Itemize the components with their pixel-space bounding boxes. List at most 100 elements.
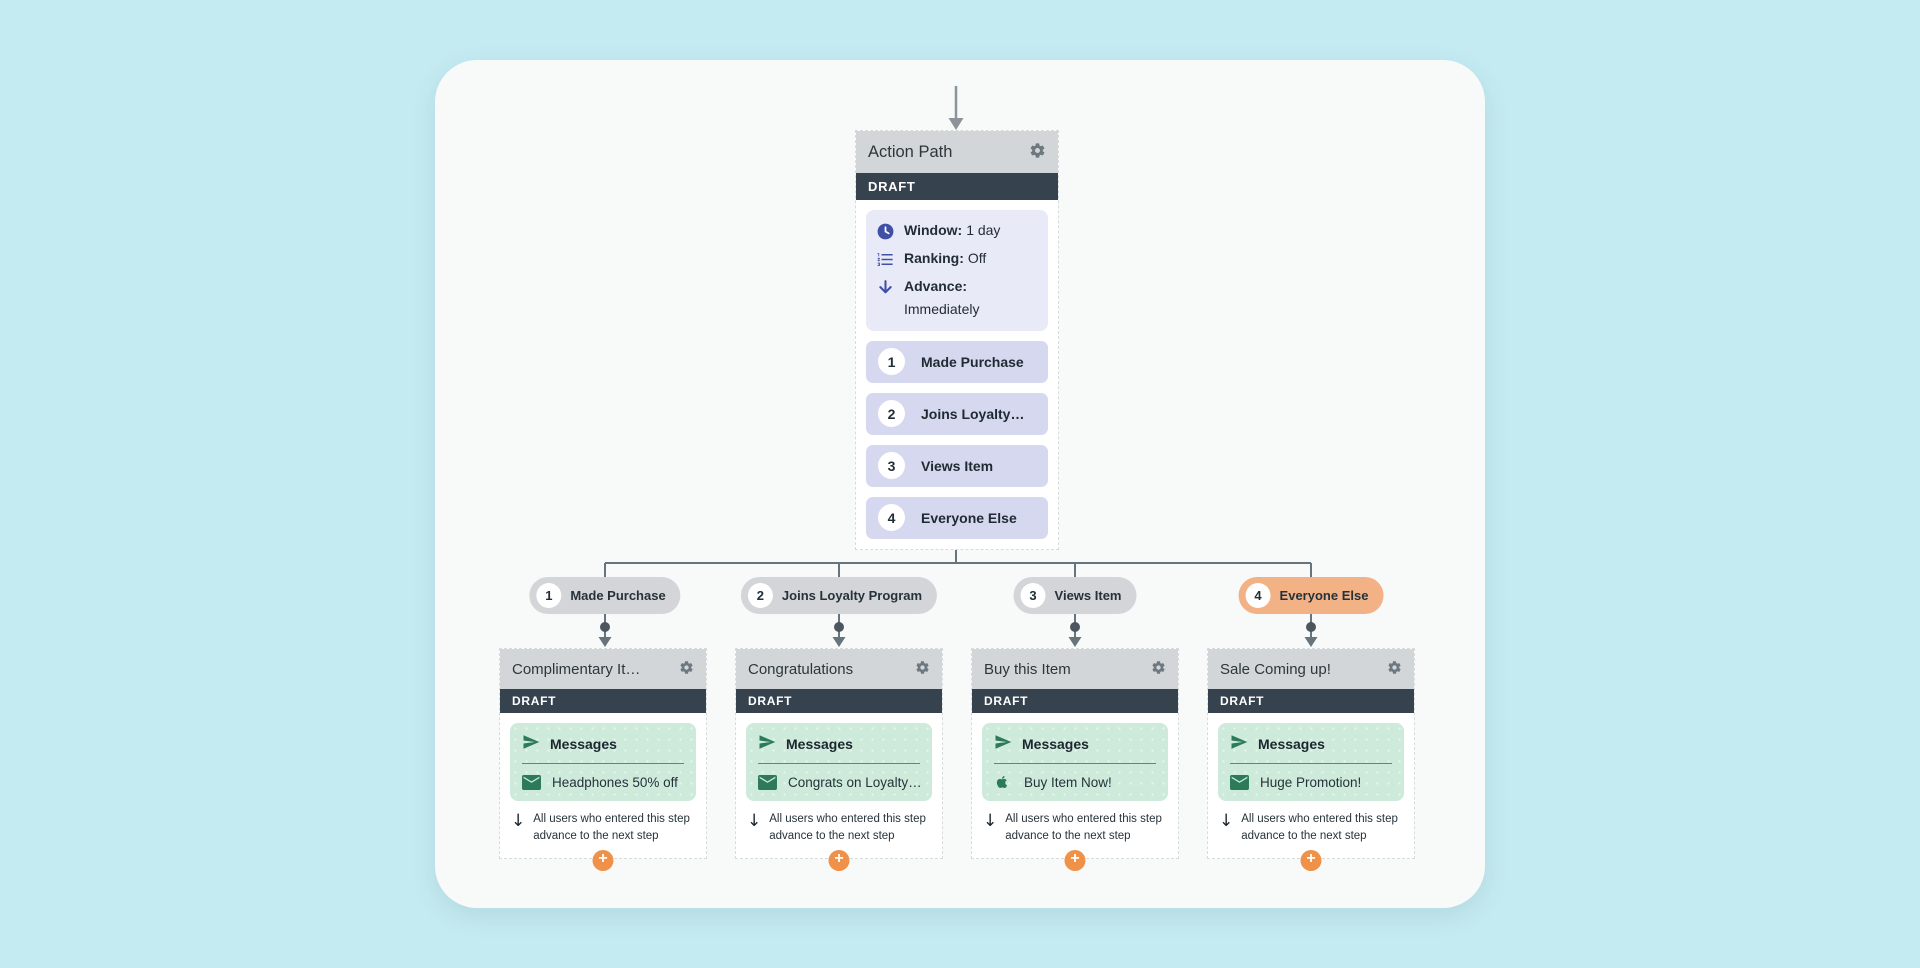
message-title: Huge Promotion!: [1260, 774, 1362, 790]
action-path-header: Action Path: [856, 131, 1058, 173]
message-type-icon: [522, 774, 542, 790]
status-badge: DRAFT: [1208, 689, 1414, 713]
settings-gear-button[interactable]: [679, 660, 694, 678]
status-badge: DRAFT: [856, 173, 1058, 200]
gear-icon: [915, 660, 930, 678]
advance-note-text: All users who entered this step advance …: [533, 813, 690, 843]
add-step-button[interactable]: +: [828, 849, 850, 871]
down-arrow-icon: ↓: [511, 811, 526, 831]
paper-plane-icon: [758, 733, 776, 754]
message-title: Congrats on Loyalty…: [788, 774, 922, 790]
audience-number: 2: [878, 400, 905, 428]
node-title: Buy this Item: [984, 660, 1071, 678]
audience-row-4[interactable]: 4 Everyone Else: [866, 496, 1048, 539]
branch-number: 4: [1245, 583, 1271, 608]
branch-number: 1: [536, 583, 562, 608]
message-type-icon: [1230, 774, 1250, 790]
gear-icon: [1387, 660, 1402, 678]
audience-number: 4: [878, 504, 905, 532]
audience-row-1[interactable]: 1 Made Purchase: [866, 340, 1048, 383]
setting-value: 1 day: [966, 222, 1001, 238]
setting-value: Immediately: [904, 300, 980, 317]
paper-plane-icon: [522, 733, 540, 754]
branch-label: Views Item: [1054, 588, 1122, 603]
messages-section[interactable]: Messages Congrats on Loyalty…: [746, 723, 932, 801]
settings-gear-button[interactable]: [915, 660, 930, 678]
clock-icon: [876, 222, 895, 241]
messages-section[interactable]: Messages Headphones 50% off: [510, 723, 696, 801]
setting-advance: Advance: Immediately: [876, 277, 1038, 319]
down-arrow-icon: ↓: [983, 811, 998, 831]
node-title: Action Path: [868, 142, 953, 161]
branch-pill-made-purchase[interactable]: 1 Made Purchase: [529, 577, 681, 614]
branch-pill-joins-loyalty[interactable]: 2 Joins Loyalty Program: [740, 577, 938, 614]
status-badge: DRAFT: [500, 689, 706, 713]
branch-number: 2: [747, 583, 773, 608]
divider: [994, 763, 1156, 764]
message-title: Buy Item Now!: [1024, 774, 1112, 790]
paper-plane-icon: [994, 733, 1012, 754]
advance-note: ↓ All users who entered this step advanc…: [746, 811, 932, 846]
action-path-body: Window:1 day Ranking:Off Advance: Immedia…: [856, 200, 1058, 549]
message-item[interactable]: Headphones 50% off: [522, 774, 684, 790]
message-node-2[interactable]: Congratulations DRAFT Messages Congrats …: [735, 648, 943, 871]
setting-label: Window:: [904, 222, 963, 238]
message-type-icon: [994, 774, 1014, 790]
advance-note-text: All users who entered this step advance …: [1005, 813, 1162, 843]
message-type-icon: [758, 774, 778, 790]
settings-gear-button[interactable]: [1387, 660, 1402, 678]
advance-note-text: All users who entered this step advance …: [1241, 813, 1398, 843]
settings-gear-button[interactable]: [1029, 142, 1046, 162]
audience-number: 3: [878, 452, 905, 480]
ranking-icon: [876, 250, 895, 269]
audience-number: 1: [878, 348, 905, 376]
setting-label: Ranking:: [904, 250, 964, 266]
branch-pill-everyone-else[interactable]: 4 Everyone Else: [1238, 577, 1384, 614]
down-arrow-icon: ↓: [1219, 811, 1234, 831]
messages-section-title: Messages: [1258, 735, 1325, 752]
divider: [758, 763, 920, 764]
setting-window: Window:1 day: [876, 221, 1038, 241]
action-path-settings: Window:1 day Ranking:Off Advance: Immedia…: [866, 210, 1048, 331]
message-node-4[interactable]: Sale Coming up! DRAFT Messages Huge Prom…: [1207, 648, 1415, 871]
audience-label: Made Purchase: [921, 353, 1024, 370]
branch-label: Everyone Else: [1279, 588, 1369, 603]
setting-ranking: Ranking:Off: [876, 249, 1038, 269]
audience-label: Everyone Else: [921, 509, 1017, 526]
gear-icon: [1029, 142, 1046, 162]
action-path-node[interactable]: Action Path DRAFT Window:1 day: [855, 130, 1059, 550]
branch-label: Made Purchase: [570, 588, 666, 603]
messages-section-title: Messages: [1022, 735, 1089, 752]
audience-row-2[interactable]: 2 Joins Loyalty…: [866, 392, 1048, 435]
audience-label: Views Item: [921, 457, 994, 474]
messages-section[interactable]: Messages Huge Promotion!: [1218, 723, 1404, 801]
advance-note-text: All users who entered this step advance …: [769, 813, 926, 843]
divider: [1230, 763, 1392, 764]
setting-value: Off: [967, 250, 987, 266]
message-node-3[interactable]: Buy this Item DRAFT Messages Buy Item No…: [971, 648, 1179, 871]
advance-note: ↓ All users who entered this step advanc…: [1218, 811, 1404, 846]
down-arrow-icon: ↓: [747, 811, 762, 831]
audience-row-3[interactable]: 3 Views Item: [866, 444, 1048, 487]
node-title: Congratulations: [748, 660, 854, 678]
branch-pill-views-item[interactable]: 3 Views Item: [1013, 577, 1137, 614]
branch-label: Joins Loyalty Program: [781, 588, 923, 603]
add-step-button[interactable]: +: [592, 849, 614, 871]
messages-section-title: Messages: [786, 735, 853, 752]
add-step-button[interactable]: +: [1300, 849, 1322, 871]
gear-icon: [679, 660, 694, 678]
advance-note: ↓ All users who entered this step advanc…: [982, 811, 1168, 846]
message-node-1[interactable]: Complimentary It… DRAFT Messages Headpho…: [499, 648, 707, 871]
message-item[interactable]: Buy Item Now!: [994, 774, 1156, 790]
audience-label: Joins Loyalty…: [921, 405, 1025, 422]
settings-gear-button[interactable]: [1151, 660, 1166, 678]
gear-icon: [1151, 660, 1166, 678]
paper-plane-icon: [1230, 733, 1248, 754]
advance-arrow-icon: [876, 278, 895, 297]
messages-section[interactable]: Messages Buy Item Now!: [982, 723, 1168, 801]
message-item[interactable]: Congrats on Loyalty…: [758, 774, 922, 790]
add-step-button[interactable]: +: [1064, 849, 1086, 871]
node-title: Complimentary It…: [512, 660, 641, 678]
message-item[interactable]: Huge Promotion!: [1230, 774, 1392, 790]
setting-label: Advance:: [904, 278, 968, 294]
